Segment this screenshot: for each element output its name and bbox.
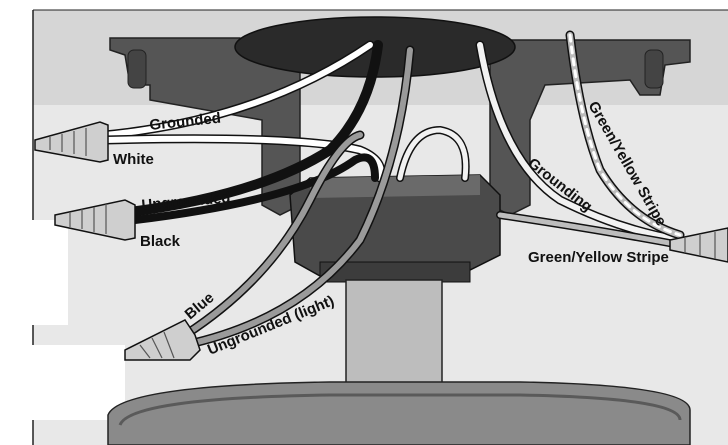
mounting-bracket [109, 37, 691, 216]
wire-nut-ground [669, 227, 728, 263]
wire-nut-white [34, 121, 109, 163]
downrod [345, 279, 443, 393]
wire-nut-black [54, 199, 136, 241]
motor-coupling-block [289, 174, 501, 283]
fan-housing [107, 381, 691, 445]
label-black: Black [140, 233, 181, 250]
label-white: White [113, 151, 154, 168]
wire-nuts [34, 121, 728, 361]
wires [100, 30, 685, 350]
label-green-yellow-stripe: Green/Yellow Stripe [528, 249, 669, 266]
